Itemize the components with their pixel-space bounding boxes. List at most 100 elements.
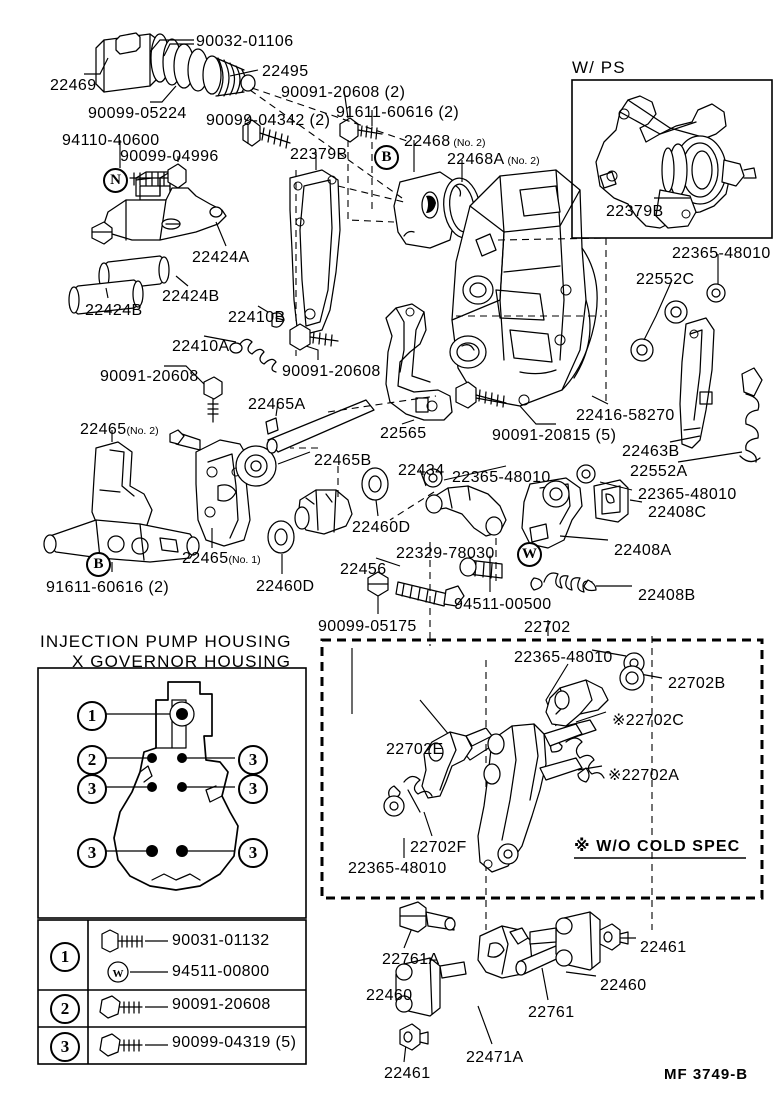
part-label-22471a: 22471A — [466, 1050, 524, 1066]
circle-marker-B-top: B — [374, 145, 399, 170]
part-22761-assembly — [395, 901, 629, 1051]
part-number: 22365-48010 — [672, 245, 771, 262]
part-number: 90099-05175 — [318, 618, 417, 635]
circle-marker-W: W — [517, 542, 542, 567]
part-label-22702e: 22702E — [386, 742, 444, 758]
part-22379B-bracket — [289, 169, 341, 337]
injection-pump-housing-panel — [37, 667, 307, 919]
part-number: 22365-48010 — [514, 649, 613, 666]
part-number: 22416-58270 — [576, 407, 675, 424]
part-number: 22468 — [404, 133, 451, 150]
part-label-22408b: 22408B — [638, 588, 696, 604]
part-number: 22461 — [640, 939, 687, 956]
housing-callout-3: 3 — [238, 838, 268, 868]
part-label-2236548010: 22365-48010 — [348, 861, 447, 877]
part-22329-78030-bolt — [459, 557, 503, 579]
part-label-90091206082: 90091-20608 (2) — [281, 85, 405, 101]
part-number: 22460D — [352, 519, 411, 536]
part-label-22761a: 22761A — [382, 952, 440, 968]
housing-callout-number: 2 — [87, 750, 97, 769]
part-number: 22408B — [638, 587, 696, 604]
part-number: 22434 — [398, 462, 445, 479]
part-90091-20608-bolt-left — [203, 376, 223, 423]
part-number: ※22702C — [612, 712, 685, 729]
part-number: 22365-48010 — [638, 486, 737, 503]
part-number: 22408C — [648, 504, 707, 521]
part-22434-link — [423, 468, 507, 537]
housing-callout-number: 3 — [87, 779, 97, 798]
part-label-2236548010: 22365-48010 — [514, 650, 613, 666]
housing-callout-3: 3 — [77, 838, 107, 868]
housing-callout-2: 2 — [77, 745, 107, 775]
part-label-22702: 22702 — [524, 620, 571, 636]
inset-wps-artwork — [571, 79, 773, 239]
svg-text:W: W — [113, 968, 124, 980]
part-22460-assembly — [267, 467, 389, 554]
part-label-22410a: 22410A — [172, 339, 230, 355]
part-90091-20608-bolt-right — [289, 323, 339, 351]
part-label-9009905224: 90099-05224 — [88, 106, 187, 122]
part-number: 94110-40600 — [62, 132, 160, 149]
housing-callout-3: 3 — [238, 745, 268, 775]
part-label-2236548010: 22365-48010 — [452, 470, 551, 486]
part-number: 22552C — [636, 271, 695, 288]
part-number: 22329-78030 — [396, 545, 495, 562]
part-label-90091208155: 90091-20815 (5) — [492, 428, 616, 444]
part-number: 22471A — [466, 1049, 524, 1066]
housing-callout-3: 3 — [77, 774, 107, 804]
part-label-2236548010: 22365-48010 — [638, 487, 737, 503]
part-22424-assembly — [68, 163, 227, 315]
part-number: 22702 — [524, 619, 571, 636]
part-number: 22702F — [410, 839, 467, 856]
circle-marker-label: B — [93, 556, 104, 572]
part-number: 22410B — [228, 309, 286, 326]
part-number: 22463B — [622, 443, 680, 460]
part-number: 22565 — [380, 425, 427, 442]
legend-marker-number: 2 — [60, 999, 70, 1018]
part-label-22461: 22461 — [640, 940, 687, 956]
part-top-bolts — [339, 117, 383, 143]
part-22463B-arm — [630, 283, 763, 463]
part-label-22552a: 22552A — [630, 464, 688, 480]
housing-callout-number: 3 — [87, 843, 97, 862]
part-number: 22456 — [340, 561, 387, 578]
legend-marker-3: 3 — [50, 1032, 80, 1062]
housing-callout-1: 1 — [77, 701, 107, 731]
part-label-2232978030: 22329-78030 — [396, 546, 495, 562]
part-number: 22460D — [256, 578, 315, 595]
part-label-22463b: 22463B — [622, 444, 680, 460]
part-number: 94511-00500 — [454, 596, 552, 613]
part-label-22408a: 22408A — [614, 543, 672, 559]
part-number: 22424B — [85, 302, 143, 319]
part-number: ※22702A — [608, 767, 680, 784]
part-number: 22465A — [248, 396, 306, 413]
part-number: 22461 — [384, 1065, 431, 1082]
part-number: 22379B — [606, 203, 664, 220]
part-number: 22410A — [172, 338, 230, 355]
part-number-suffix: (No. 2) — [450, 137, 486, 149]
cold-spec-note: ※ W/O COLD SPEC — [574, 838, 741, 855]
part-label-22379b: 22379B — [290, 147, 348, 163]
part-number: 22552A — [630, 463, 688, 480]
part-label-90099043422: 90099-04342 (2) — [206, 113, 330, 129]
part-label-22495: 22495 — [262, 64, 309, 80]
part-number: 90099-04342 (2) — [206, 112, 331, 129]
legend-item-text: 94511-00800 — [172, 963, 270, 980]
legend-marker-2: 2 — [50, 994, 80, 1024]
part-label-9009904996: 90099-04996 — [120, 149, 219, 165]
part-22456-nut — [367, 571, 465, 607]
part-number: 90091-20608 (2) — [281, 84, 406, 101]
part-number: 22702B — [668, 675, 726, 692]
part-number: 90099-04996 — [120, 148, 219, 165]
part-label-22761: 22761 — [528, 1005, 575, 1021]
part-label-2241658270: 22416-58270 — [576, 408, 675, 424]
part-label-91611606162: 91611-60616 (2) — [336, 105, 459, 121]
housing-callout-number: 3 — [248, 843, 258, 862]
part-number: 22469 — [50, 77, 97, 94]
part-number: 22761A — [382, 951, 440, 968]
part-number: 22465 — [182, 550, 229, 567]
part-label-22460: 22460 — [600, 978, 647, 994]
legend-table-frame: W — [37, 919, 307, 1065]
